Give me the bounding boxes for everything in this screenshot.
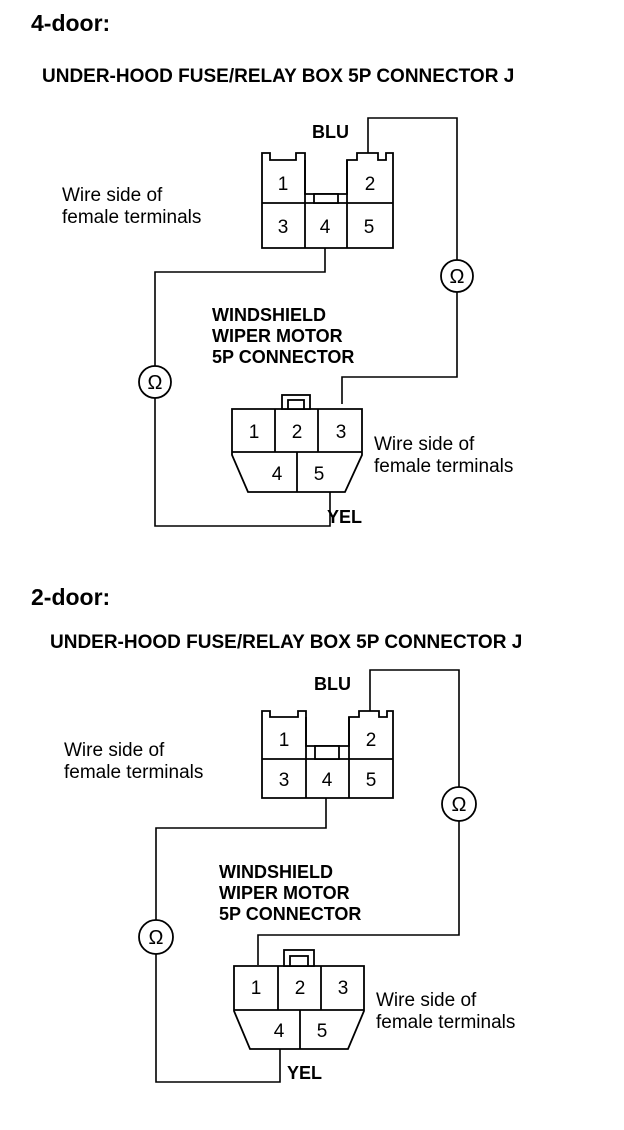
top-terminal-1: 1 bbox=[278, 174, 289, 195]
motor-label-line-1: WINDSHIELD bbox=[212, 305, 326, 325]
motor-connector-caption: Wire side of female terminals bbox=[374, 434, 513, 478]
motor-terminal-4: 4 bbox=[274, 1021, 285, 1042]
yel-wire-label: YEL bbox=[327, 507, 363, 527]
section-4-door: 1 2 3 4 5 1 2 3 4 5 Ω Ω 4-door: UNDER-HO… bbox=[0, 0, 624, 560]
top-connector-caption: Wire side of female terminals bbox=[64, 740, 203, 784]
blu-wire-upper bbox=[367, 117, 458, 260]
ohmmeter-right-icon bbox=[441, 786, 477, 822]
blu-wire-label: BLU bbox=[314, 674, 351, 694]
wiring-diagram-4-door: 1 2 3 4 5 1 2 3 4 5 Ω Ω bbox=[138, 117, 474, 527]
caption-line-1: Wire side of bbox=[374, 434, 475, 455]
top-terminal-5: 5 bbox=[364, 217, 375, 238]
motor-connector-caption: Wire side of female terminals bbox=[376, 990, 515, 1034]
wiper-motor-connector bbox=[233, 949, 365, 1050]
blu-wire-lower bbox=[257, 821, 460, 965]
top-terminal-1: 1 bbox=[279, 730, 290, 751]
yel-wire-lower bbox=[155, 954, 281, 1083]
ohmmeter-right-icon bbox=[440, 259, 474, 293]
motor-terminal-2: 2 bbox=[292, 422, 303, 443]
ohmmeter-left-icon bbox=[138, 365, 172, 399]
yel-wire-label: YEL bbox=[287, 1063, 323, 1083]
caption-line-2: female terminals bbox=[62, 207, 202, 228]
wiper-motor-label: WINDSHIELD WIPER MOTOR 5P CONNECTOR bbox=[219, 862, 361, 925]
top-terminal-3: 3 bbox=[278, 217, 289, 238]
ohmmeter-left-icon bbox=[138, 919, 174, 955]
motor-terminal-5: 5 bbox=[314, 464, 325, 485]
caption-line-1: Wire side of bbox=[376, 990, 477, 1011]
motor-terminal-4: 4 bbox=[272, 464, 283, 485]
motor-terminal-2: 2 bbox=[295, 978, 306, 999]
wiper-motor-connector bbox=[231, 394, 363, 493]
fuse-box-connector bbox=[261, 710, 394, 799]
blu-wire-label: BLU bbox=[312, 122, 349, 142]
ohm-symbol-left: Ω bbox=[149, 927, 164, 949]
motor-label-line-3: 5P CONNECTOR bbox=[219, 904, 362, 924]
blu-wire-upper bbox=[369, 669, 460, 787]
top-terminal-2: 2 bbox=[366, 730, 377, 751]
top-connector-caption: Wire side of female terminals bbox=[62, 185, 201, 229]
wiring-diagram-2-door: 1 2 3 4 5 1 2 3 4 5 Ω Ω bbox=[138, 669, 477, 1083]
top-terminal-4: 4 bbox=[320, 217, 331, 238]
caption-line-2: female terminals bbox=[374, 456, 514, 477]
wire-terminal-4-upper bbox=[155, 798, 327, 920]
motor-terminal-3: 3 bbox=[338, 978, 349, 999]
caption-line-1: Wire side of bbox=[64, 740, 165, 761]
motor-label-line-3: 5P CONNECTOR bbox=[212, 347, 355, 367]
caption-line-2: female terminals bbox=[64, 762, 204, 783]
caption-line-1: Wire side of bbox=[62, 185, 163, 206]
wire-terminal-4-upper bbox=[154, 248, 326, 366]
caption-line-2: female terminals bbox=[376, 1012, 516, 1033]
ohm-symbol-right: Ω bbox=[450, 266, 465, 288]
blu-wire-lower bbox=[341, 292, 458, 404]
wiper-motor-label: WINDSHIELD WIPER MOTOR 5P CONNECTOR bbox=[212, 305, 354, 368]
ohm-symbol-left: Ω bbox=[148, 372, 163, 394]
motor-terminal-1: 1 bbox=[251, 978, 262, 999]
fuse-box-title: UNDER-HOOD FUSE/RELAY BOX 5P CONNECTOR J bbox=[42, 66, 515, 87]
motor-terminal-3: 3 bbox=[336, 422, 347, 443]
fuse-box-connector bbox=[261, 152, 394, 249]
fuse-box-title: UNDER-HOOD FUSE/RELAY BOX 5P CONNECTOR J bbox=[50, 632, 523, 653]
top-terminal-2: 2 bbox=[365, 174, 376, 195]
motor-terminal-1: 1 bbox=[249, 422, 260, 443]
section-heading: 4-door: bbox=[31, 10, 111, 36]
yel-wire-lower bbox=[154, 398, 331, 527]
top-terminal-4: 4 bbox=[322, 770, 333, 791]
section-heading: 2-door: bbox=[31, 584, 111, 610]
top-terminal-3: 3 bbox=[279, 770, 290, 791]
top-terminal-5: 5 bbox=[366, 770, 377, 791]
motor-label-line-2: WIPER MOTOR bbox=[212, 326, 343, 346]
motor-label-line-1: WINDSHIELD bbox=[219, 862, 333, 882]
section-2-door: 1 2 3 4 5 1 2 3 4 5 Ω Ω 2-door: UNDER-HO… bbox=[0, 570, 624, 1130]
motor-label-line-2: WIPER MOTOR bbox=[219, 883, 350, 903]
ohm-symbol-right: Ω bbox=[452, 794, 467, 816]
motor-terminal-5: 5 bbox=[317, 1021, 328, 1042]
